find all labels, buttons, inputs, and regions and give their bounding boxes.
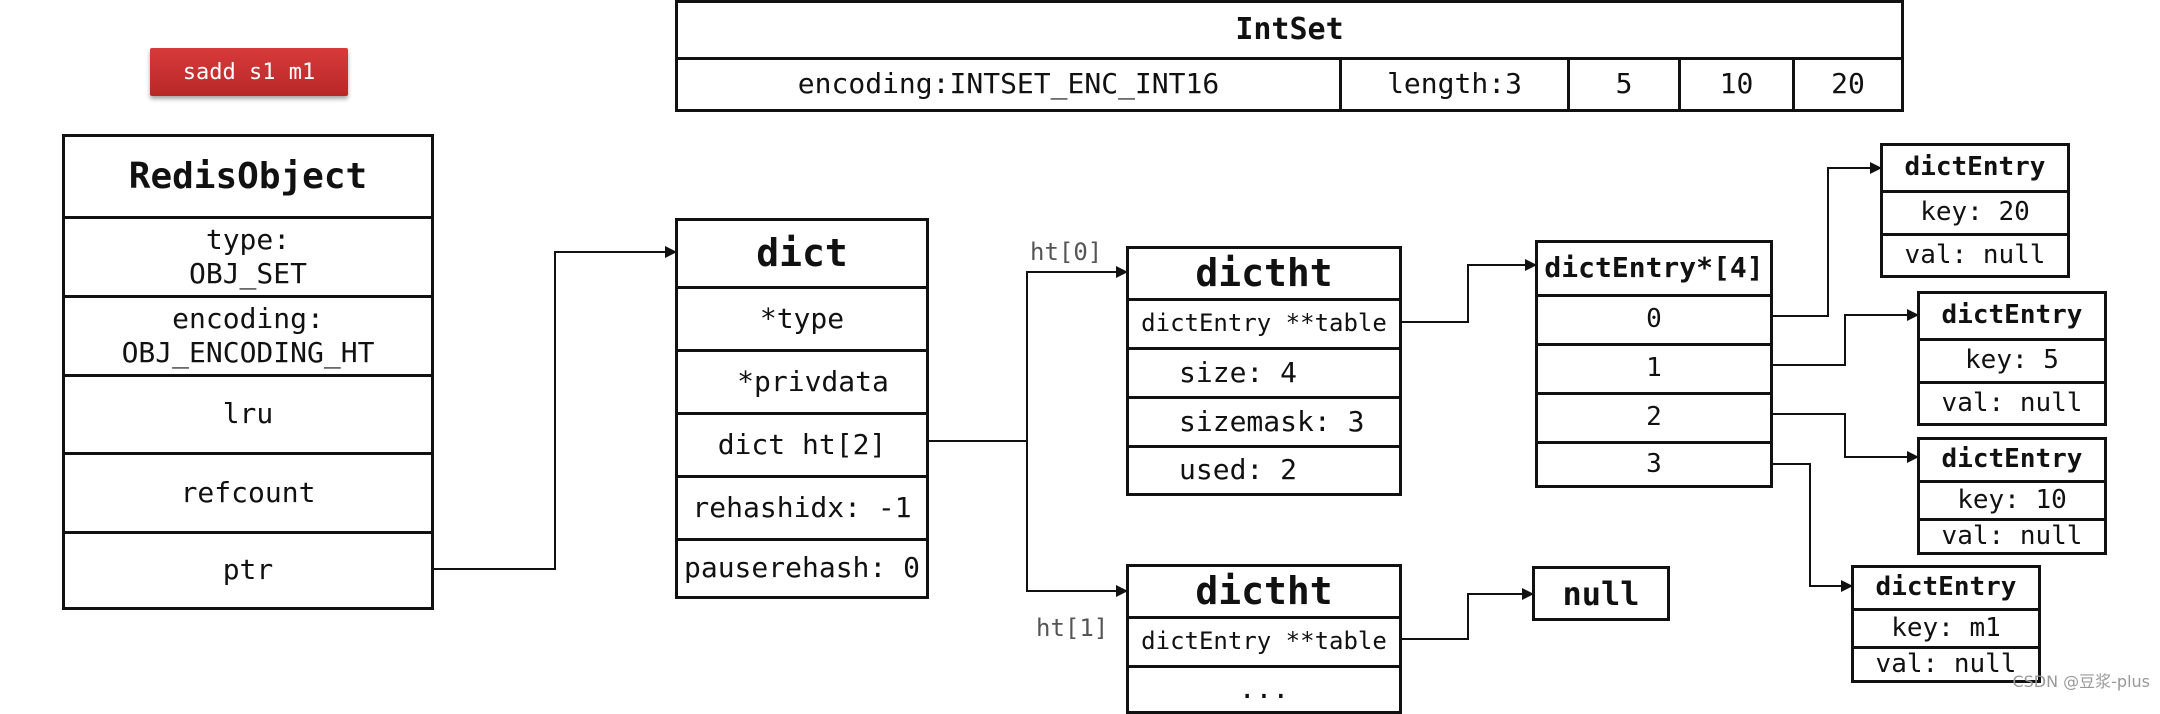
- arrow-slot2: [1773, 413, 1919, 463]
- watermark-text: CSDN @豆浆-plus: [2012, 672, 2150, 691]
- dict-entry-key: key: 10: [1920, 480, 2104, 518]
- intset-box: IntSet encoding:INTSET_ENC_INT16 length:…: [675, 0, 1904, 112]
- dict-entry-key: key: 5: [1920, 338, 2104, 381]
- dictht0-title: dictht: [1195, 251, 1333, 296]
- null-box: null: [1532, 566, 1670, 621]
- dict-entry-val: val: null: [1854, 646, 2038, 680]
- entry-table-slot: 1: [1538, 343, 1770, 392]
- intset-value: 5: [1567, 60, 1678, 109]
- arrow-ht0: [1026, 266, 1128, 441]
- entry-table-box: dictEntry*[4] 0 1 2 3: [1535, 240, 1773, 488]
- intset-row: encoding:INTSET_ENC_INT16 length:3 5 10 …: [678, 57, 1901, 109]
- arrow-ht1: [1026, 441, 1128, 597]
- entry-table-slot: 3: [1538, 441, 1770, 485]
- intset-value: 10: [1678, 60, 1792, 109]
- dict-entry-title: dictEntry: [1904, 152, 2046, 183]
- command-badge: sadd s1 m1: [150, 48, 348, 96]
- entry-table-slot: 0: [1538, 294, 1770, 343]
- ht0-label: ht[0]: [1030, 238, 1103, 266]
- dict-entry-val: val: null: [1920, 381, 2104, 423]
- redis-object-type: type: OBJ_SET: [65, 216, 431, 295]
- dict-entry-box: dictEntry key: 5 val: null: [1917, 291, 2107, 426]
- dict-pauserehash: pauserehash: 0: [678, 538, 926, 596]
- dict-title: dict: [756, 231, 848, 276]
- intset-value: 20: [1792, 60, 1901, 109]
- dict-entry-title: dictEntry: [1941, 444, 2083, 475]
- arrow-table0: [1401, 259, 1537, 323]
- dictht0-used: used: 2: [1129, 445, 1399, 493]
- dict-ht: dict ht[2]: [678, 412, 926, 475]
- dictht0-box: dictht dictEntry **table size: 4 sizemas…: [1126, 246, 1402, 496]
- dict-entry-val: val: null: [1920, 518, 2104, 552]
- dictht0-table: dictEntry **table: [1129, 298, 1399, 347]
- dict-entry-box: dictEntry key: m1 val: null: [1851, 565, 2041, 683]
- redis-object-refcount: refcount: [65, 452, 431, 531]
- arrow-ptr-to-dict: [434, 246, 677, 570]
- arrow-slot1: [1773, 309, 1919, 366]
- redis-object-ptr: ptr: [65, 531, 431, 607]
- arrow-slot3: [1773, 463, 1853, 592]
- dict-entry-key: key: m1: [1854, 608, 2038, 646]
- intset-title: IntSet: [1235, 11, 1344, 47]
- intset-encoding: encoding:INTSET_ENC_INT16: [797, 67, 1220, 101]
- redis-object-encoding: encoding: OBJ_ENCODING_HT: [65, 295, 431, 374]
- dictht0-sizemask: sizemask: 3: [1129, 396, 1399, 445]
- dictht0-size: size: 4: [1129, 347, 1399, 396]
- arrow-table1: [1401, 588, 1534, 640]
- redis-object-title: RedisObject: [128, 155, 368, 197]
- dictht1-box: dictht dictEntry **table ...: [1126, 564, 1402, 714]
- entry-table-title: dictEntry*[4]: [1544, 251, 1764, 285]
- arrow-slot0: [1773, 162, 1882, 317]
- dict-entry-box: dictEntry key: 10 val: null: [1917, 437, 2107, 555]
- intset-length: length:3: [1339, 60, 1567, 109]
- dictht1-table: dictEntry **table: [1129, 616, 1399, 665]
- redis-object-lru: lru: [65, 374, 431, 452]
- ht1-label: ht[1]: [1036, 614, 1109, 642]
- dict-entry-box: dictEntry key: 20 val: null: [1880, 143, 2070, 278]
- entry-table-slot: 2: [1538, 392, 1770, 441]
- dict-entry-val: val: null: [1883, 233, 2067, 275]
- dict-entry-title: dictEntry: [1875, 572, 2017, 603]
- dict-type: *type: [678, 286, 926, 349]
- dictht1-title: dictht: [1195, 569, 1333, 614]
- dictht1-more: ...: [1129, 665, 1399, 705]
- dict-entry-key: key: 20: [1883, 190, 2067, 233]
- dict-box: dict *type *privdata dict ht[2] rehashid…: [675, 218, 929, 599]
- dict-rehashidx: rehashidx: -1: [678, 475, 926, 538]
- dict-entry-title: dictEntry: [1941, 300, 2083, 331]
- redis-object-box: RedisObject type: OBJ_SET encoding: OBJ_…: [62, 134, 434, 610]
- dict-privdata: *privdata: [678, 349, 926, 412]
